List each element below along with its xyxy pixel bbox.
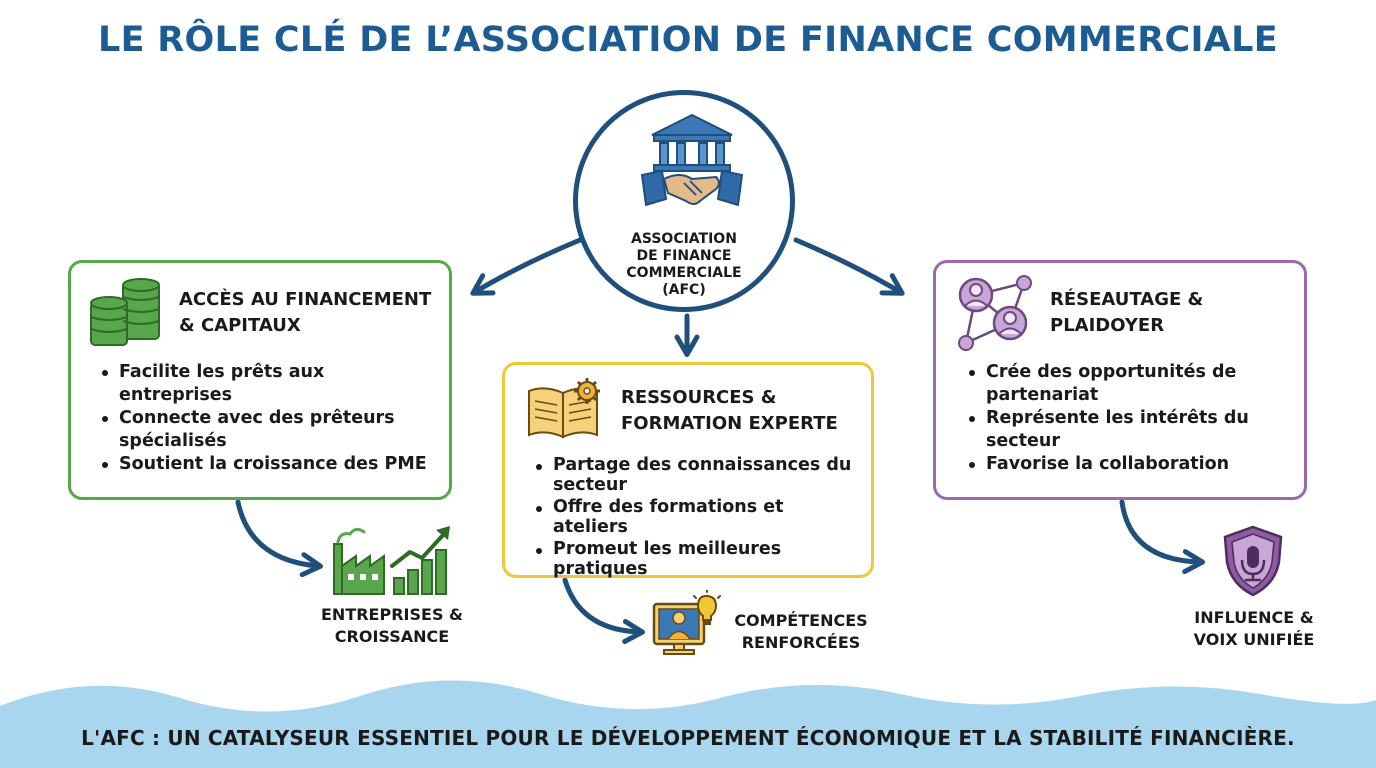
list-item: Promeut les meilleures pratiques [533, 539, 863, 579]
list-item: Offre des formations et ateliers [533, 497, 863, 537]
list-item: Partage des connaissances du secteur [533, 455, 863, 495]
card-resources-list: Partage des connaissances du secteur Off… [533, 455, 863, 579]
list-item: Crée des opportunités de partenariat [966, 361, 1296, 407]
network-people-icon [958, 275, 1032, 351]
card-networking: RÉSEAUTAGE & PLAIDOYER Crée des opportun… [933, 260, 1307, 500]
list-item: Facilite les prêts aux entreprises [99, 361, 439, 407]
shield-microphone-icon [1223, 525, 1283, 597]
card-resources: RESSOURCES & FORMATION EXPERTE Partage d… [502, 362, 874, 579]
outcome-influence-label: INFLUENCE & VOIX UNIFIÉE [1193, 608, 1315, 649]
card-resources-title: RESSOURCES & FORMATION EXPERTE [621, 387, 838, 434]
wave-band [0, 680, 1376, 768]
card-financing-title: ACCÈS AU FINANCEMENT & CAPITAUX [179, 289, 432, 336]
list-item: Soutient la croissance des PME [99, 453, 439, 476]
learner-lightbulb-icon [652, 590, 721, 655]
factory-growth-icon [333, 526, 450, 595]
arrow-to-networking [793, 237, 905, 296]
outcome-growth-label: ENTREPRISES & CROISSANCE [321, 605, 463, 646]
book-gear-icon [528, 378, 600, 439]
card-networking-title: RÉSEAUTAGE & PLAIDOYER [1050, 289, 1204, 336]
coin-stacks-icon [90, 278, 160, 346]
arrow-to-financing [470, 237, 583, 296]
hub-label: ASSOCIATION DE FINANCE COMMERCIALE (AFC) [626, 231, 742, 298]
arrow-to-growth [235, 499, 323, 578]
footer-statement: L'AFC : UN CATALYSEUR ESSENTIEL POUR LE … [81, 726, 1295, 750]
page-title: LE RÔLE CLÉ DE L’ASSOCIATION DE FINANCE … [98, 20, 1278, 60]
card-financing-list: Facilite les prêts aux entreprises Conne… [99, 361, 439, 476]
arrow-to-influence [1119, 499, 1205, 575]
outcome-skills-label: COMPÉTENCES RENFORCÉES [734, 611, 868, 652]
afc-hub: ASSOCIATION DE FINANCE COMMERCIALE (AFC) [573, 90, 795, 312]
list-item: Favorise la collaboration [966, 453, 1296, 476]
list-item: Connecte avec des prêteurs spécialisés [99, 407, 439, 453]
arrow-to-skills [562, 577, 645, 644]
list-item: Représente les intérêts du secteur [966, 407, 1296, 453]
card-financing: ACCÈS AU FINANCEMENT & CAPITAUX Facilite… [68, 260, 452, 500]
card-networking-list: Crée des opportunités de partenariat Rep… [966, 361, 1296, 476]
bank-handshake-icon [640, 113, 744, 207]
